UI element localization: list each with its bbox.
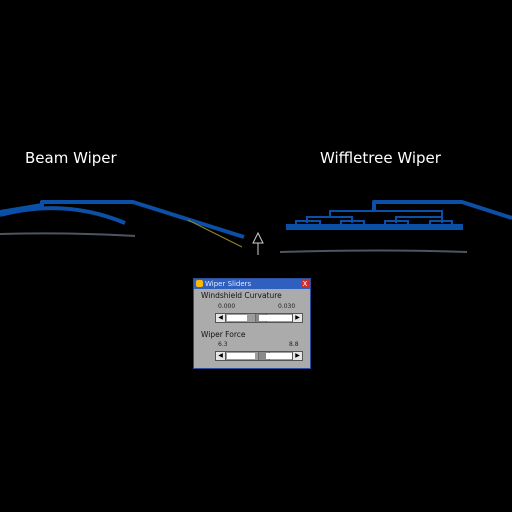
force-label: Wiper Force [201, 330, 246, 339]
close-button[interactable]: X [301, 280, 309, 288]
up-arrow-icon [252, 231, 264, 255]
force-slider[interactable]: ◀ ▶ [215, 351, 303, 361]
force-increase-button[interactable]: ▶ [292, 352, 302, 360]
wiper-sliders-window: Wiper Sliders X Windshield Curvature 0.0… [193, 278, 311, 369]
curvature-min: 0.000 [218, 303, 236, 310]
curvature-label: Windshield Curvature [201, 291, 282, 300]
app-icon [196, 280, 203, 287]
force-track-left[interactable] [227, 353, 255, 359]
window-title: Wiper Sliders [205, 280, 252, 288]
wiffletree-blade [286, 224, 463, 230]
curvature-track-right[interactable] [259, 315, 292, 321]
force-track-right[interactable] [266, 353, 292, 359]
beam-wiper-blade [0, 206, 126, 225]
beam-force-vector [187, 219, 243, 248]
curvature-slider[interactable]: ◀ ▶ [215, 313, 303, 323]
beam-windshield [0, 232, 136, 237]
curvature-track-left[interactable] [227, 315, 247, 321]
force-decrease-button[interactable]: ◀ [216, 352, 226, 360]
curvature-increase-button[interactable]: ▶ [292, 314, 302, 322]
force-min: 6.3 [218, 341, 228, 348]
window-titlebar[interactable]: Wiper Sliders X [194, 279, 310, 289]
curvature-max: 0.030 [278, 303, 296, 310]
beam-wiper-arm [0, 200, 245, 239]
force-max: 8.8 [289, 341, 299, 348]
beam-wiper-label: Beam Wiper [25, 149, 117, 167]
curvature-decrease-button[interactable]: ◀ [216, 314, 226, 322]
wiffletree-wiper-label: Wiffletree Wiper [320, 149, 441, 167]
wiffletree-linkage [295, 205, 453, 227]
wiffletree-windshield [279, 249, 468, 253]
